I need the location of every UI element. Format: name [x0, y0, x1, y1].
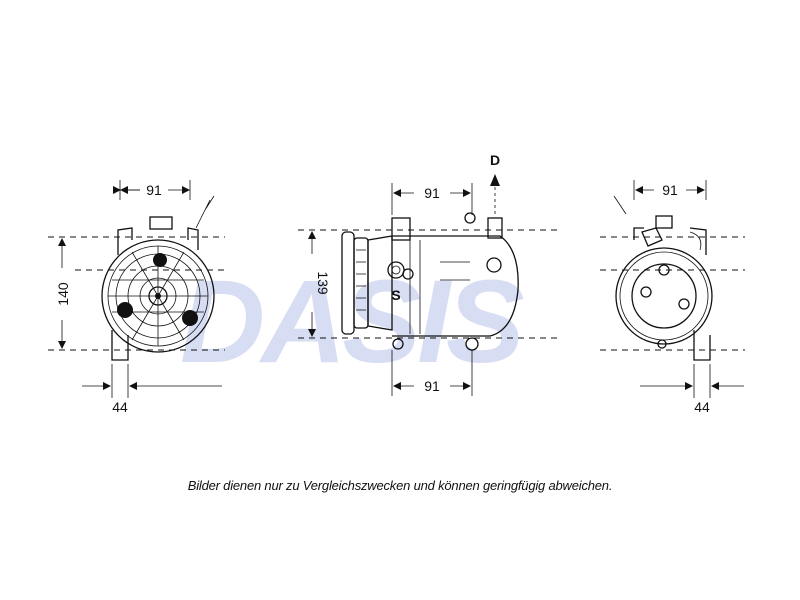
suction-port-label: S: [391, 287, 400, 303]
discharge-port-label: D: [490, 152, 500, 168]
front-height-label: 140: [55, 282, 71, 306]
rear-width-label: 91: [662, 182, 678, 198]
side-view: S D 91 139 91: [298, 152, 560, 396]
side-height-label: 139: [315, 271, 331, 295]
rear-foot-label: 44: [694, 399, 710, 415]
rear-view: 91 44: [600, 180, 745, 415]
front-width-label: 91: [146, 182, 162, 198]
caption: Bilder dienen nur zu Vergleichszwecken u…: [187, 478, 613, 493]
side-width-bottom-label: 91: [424, 378, 440, 394]
front-view: 91 140 44: [48, 180, 225, 415]
front-foot-label: 44: [112, 399, 128, 415]
side-width-top-label: 91: [424, 185, 440, 201]
